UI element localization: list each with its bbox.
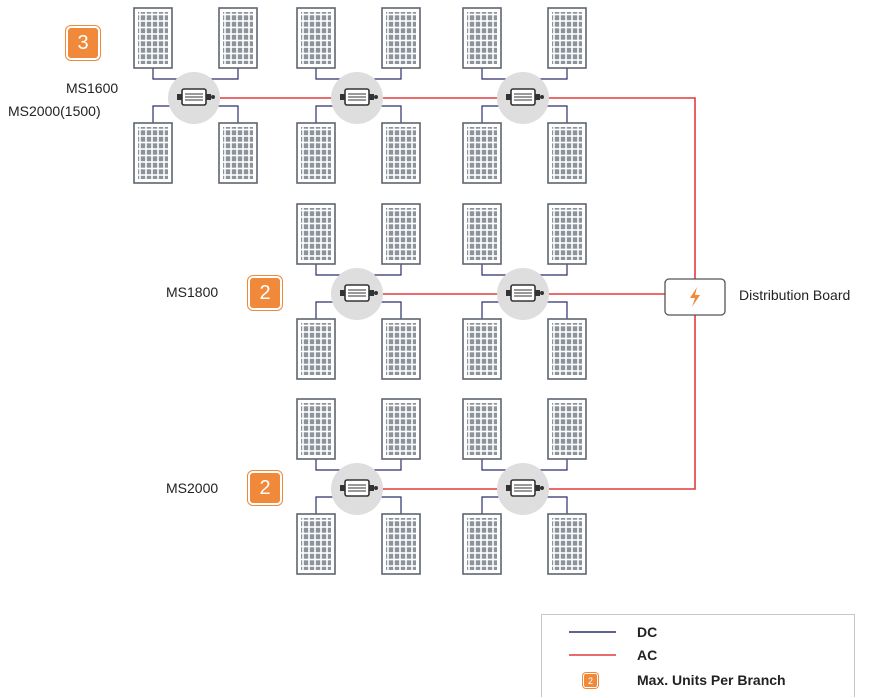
inverter-groups xyxy=(133,7,587,575)
microinverter-icon xyxy=(167,71,221,125)
legend-badge-icon: 2 xyxy=(584,674,597,687)
microinverter-icon xyxy=(330,462,384,516)
model-label-ms1800: MS1800 xyxy=(166,284,219,300)
distribution-board xyxy=(664,278,726,316)
ac-line-branch-3 xyxy=(367,309,696,490)
legend-badge-label: Max. Units Per Branch xyxy=(637,672,786,688)
solar-panel-icon xyxy=(462,7,502,69)
solar-panel-icon xyxy=(462,122,502,184)
lightning-icon xyxy=(690,287,700,307)
distribution-board-label: Distribution Board xyxy=(739,287,851,303)
model-label-ms1600: MS1600 xyxy=(66,80,119,96)
max-units-badge-branch-1: 3 xyxy=(68,28,98,58)
solar-panel-icon xyxy=(381,513,421,575)
model-label-ms2000-1500: MS2000(1500) xyxy=(8,103,101,119)
legend-swatches xyxy=(569,631,616,656)
solar-panel-icon xyxy=(547,513,587,575)
solar-panel-icon xyxy=(218,122,258,184)
inverter-group xyxy=(462,203,587,380)
max-units-badge-branch-3: 2 xyxy=(250,473,280,503)
microinverter-icon xyxy=(330,71,384,125)
solar-panel-icon xyxy=(296,513,336,575)
solar-panel-icon xyxy=(462,318,502,380)
model-label-ms2000: MS2000 xyxy=(166,480,219,496)
solar-panel-icon xyxy=(381,318,421,380)
solar-panel-icon xyxy=(296,122,336,184)
legend: DC AC 2 Max. Units Per Branch xyxy=(541,614,855,697)
solar-panel-icon xyxy=(547,398,587,460)
solar-panel-icon xyxy=(462,513,502,575)
solar-panel-icon xyxy=(547,7,587,69)
inverter-group xyxy=(296,7,421,184)
solar-panel-icon xyxy=(296,398,336,460)
microinverter-icon xyxy=(496,462,550,516)
microinverter-icon xyxy=(496,71,550,125)
solar-panel-icon xyxy=(462,398,502,460)
solar-panel-icon xyxy=(218,7,258,69)
solar-panel-icon xyxy=(381,203,421,265)
solar-panel-icon xyxy=(381,398,421,460)
solar-panel-icon xyxy=(547,318,587,380)
solar-panel-icon xyxy=(462,203,502,265)
solar-panel-icon xyxy=(133,122,173,184)
solar-panel-icon xyxy=(381,122,421,184)
inverter-group xyxy=(133,7,258,184)
ac-wiring xyxy=(220,97,696,490)
inverter-group xyxy=(462,7,587,184)
solar-panel-icon xyxy=(296,7,336,69)
inverter-group xyxy=(296,398,421,575)
microinverter-icon xyxy=(330,267,384,321)
solar-panel-icon xyxy=(296,203,336,265)
inverter-group xyxy=(462,398,587,575)
ac-line-branch-1 xyxy=(220,97,696,279)
solar-panel-icon xyxy=(547,122,587,184)
solar-panel-icon xyxy=(547,203,587,265)
solar-panel-icon xyxy=(381,7,421,69)
legend-ac-label: AC xyxy=(637,647,658,663)
microinverter-icon xyxy=(496,267,550,321)
inverter-group xyxy=(296,203,421,380)
max-units-badge-branch-2: 2 xyxy=(250,278,280,308)
solar-panel-icon xyxy=(133,7,173,69)
legend-dc-label: DC xyxy=(637,624,658,640)
solar-panel-icon xyxy=(296,318,336,380)
